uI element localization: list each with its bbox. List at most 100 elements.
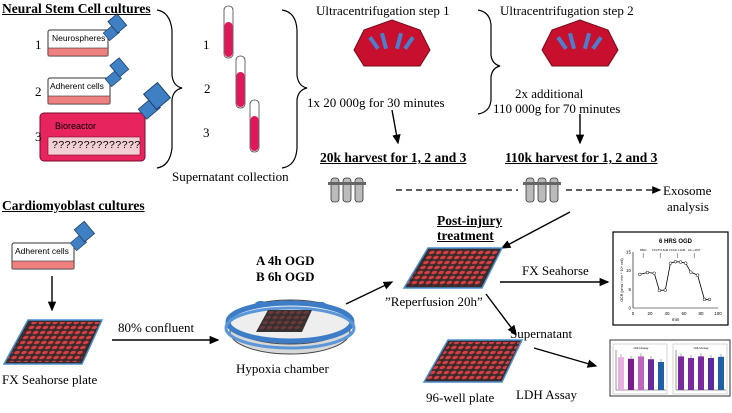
ocr-y-tick-label: 0 bbox=[628, 306, 631, 311]
reperfusion-plate bbox=[402, 247, 504, 289]
uc1-title: Ultracentrifugation step 1 bbox=[316, 3, 450, 18]
post-injury-line-1: Post-injury bbox=[437, 213, 503, 228]
ldh-bar bbox=[718, 356, 724, 390]
uc2-title: Ultracentrifugation step 2 bbox=[500, 3, 634, 18]
ocr-x-tick-label: 80 bbox=[698, 311, 704, 316]
ocr-data-point bbox=[684, 261, 688, 265]
ocr-y-label: OCR (pmol / min * 10⁴ cell) bbox=[620, 258, 624, 301]
bioreactor-tray: ?????????????? bbox=[52, 139, 141, 151]
ogd-b: B 6h OGD bbox=[256, 269, 315, 284]
tube-3 bbox=[249, 99, 260, 153]
tube-rack-20k bbox=[328, 177, 366, 203]
tube-num-3: 3 bbox=[203, 125, 210, 140]
supernatant-collection: Supernatant collection bbox=[172, 169, 289, 184]
culture-num-1: 1 bbox=[35, 37, 42, 52]
ocr-data-point bbox=[702, 297, 707, 302]
ocr-data-point bbox=[645, 270, 650, 275]
adherent-label-nsc: Adherent cells bbox=[50, 81, 104, 91]
harvest-20k: 20k harvest for 1, 2 and 3 bbox=[320, 150, 467, 165]
tube-rack-110k bbox=[523, 177, 561, 203]
uc2-spec-2: 110 000g for 70 minutes bbox=[493, 101, 621, 116]
bioreactor-label: Bioreactor bbox=[55, 121, 97, 131]
exosome-line-1: Exosome bbox=[663, 183, 712, 198]
ocr-chart-title: 6 HRS OGD bbox=[659, 239, 693, 245]
ldh-plot-area: LDH Assay LDH Assay bbox=[612, 343, 728, 395]
supernatant-label: Supernatant bbox=[510, 326, 573, 341]
tube-num-1: 1 bbox=[203, 37, 210, 52]
ocr-data-point bbox=[689, 270, 693, 274]
ocr-x-tick-label: 100 bbox=[714, 311, 722, 316]
ocr-injection-label: FCCP 1.0uM bbox=[669, 248, 686, 252]
fx-plate-label: FX Seahorse plate bbox=[2, 372, 98, 387]
tube-num-2: 2 bbox=[204, 81, 211, 96]
ocr-data-point bbox=[638, 272, 642, 277]
ocr-injection-label: NMO bbox=[640, 248, 647, 252]
tube-1 bbox=[223, 5, 234, 59]
ocr-y-tick-label: 10 bbox=[626, 268, 632, 273]
ocr-data-point bbox=[652, 271, 656, 275]
ocr-y-tick-label: 15 bbox=[626, 250, 632, 255]
ocr-data-point bbox=[695, 273, 700, 277]
ocr-y-tick-label: 5 bbox=[628, 287, 631, 292]
ocr-data-point bbox=[678, 260, 683, 264]
nsc-title: Neural Stem Cell cultures bbox=[2, 1, 151, 16]
tube-2 bbox=[235, 55, 246, 109]
ldh-bar bbox=[658, 362, 664, 390]
harvest-110k: 110k harvest for 1, 2 and 3 bbox=[505, 150, 658, 165]
well96-label: 96-well plate bbox=[426, 390, 495, 405]
culture-num-3: 3 bbox=[35, 129, 42, 144]
ocr-data-point bbox=[668, 261, 673, 265]
uc2-spec-1: 2x additional bbox=[515, 86, 584, 101]
ocr-data-point bbox=[673, 260, 678, 264]
ocr-x-tick-label: 0 bbox=[632, 311, 635, 316]
ocr-x-tick-label: 20 bbox=[647, 311, 653, 316]
post-injury-line-2: treatment bbox=[437, 228, 494, 243]
uc1-spec: 1x 20 000g for 30 minutes bbox=[307, 95, 445, 110]
neurosphere-flask bbox=[47, 13, 128, 57]
hypoxia-chamber bbox=[224, 299, 356, 355]
ldh-subpanel-title: LDH Assay bbox=[694, 346, 709, 350]
reperfusion-label: ”Reperfusion 20h” bbox=[385, 294, 483, 309]
ldh-bar bbox=[628, 358, 634, 390]
well96-plate bbox=[422, 339, 524, 383]
ocr-injection-label: AA + ROT bbox=[688, 248, 701, 252]
exosome-line-2: analysis bbox=[667, 199, 709, 214]
adherent-flask-nsc bbox=[47, 57, 130, 105]
ogd-a: A 4h OGD bbox=[256, 253, 315, 268]
ldh-bar bbox=[708, 358, 714, 390]
cardio-title: Cardiomyoblast cultures bbox=[2, 198, 145, 213]
ldh-bar bbox=[638, 356, 644, 390]
ocr-data-point bbox=[657, 288, 661, 293]
fx-seahorse-plate bbox=[2, 319, 104, 365]
centrifuge-1 bbox=[353, 19, 431, 67]
ldh-bar bbox=[678, 356, 684, 390]
hypoxia-label: Hypoxia chamber bbox=[236, 361, 329, 376]
ldh-label: LDH Assay bbox=[516, 387, 578, 402]
bioreactor bbox=[39, 81, 172, 162]
ldh-bar bbox=[688, 358, 694, 390]
ldh-chart-panel: LDH Assay LDH Assay bbox=[609, 339, 731, 397]
tubes-brace bbox=[281, 9, 308, 169]
neurospheres-label: Neurospheres bbox=[52, 33, 106, 43]
uc-brace bbox=[477, 9, 501, 115]
ldh-bar bbox=[618, 357, 624, 390]
centrifuge-2 bbox=[541, 19, 619, 67]
ocr-data-point bbox=[663, 288, 667, 292]
nsc-brace bbox=[156, 9, 183, 169]
ocr-data-point bbox=[707, 297, 712, 302]
culture-num-2: 2 bbox=[35, 84, 42, 99]
cardio-flask-label: Adherent cells bbox=[15, 246, 69, 256]
ldh-subpanel-title: LDH Assay bbox=[634, 346, 649, 350]
fx-seahorse-label: FX Seahorse bbox=[522, 263, 589, 278]
ocr-x-tick-label: 40 bbox=[664, 311, 670, 316]
ldh-bar bbox=[698, 356, 704, 390]
confluent-label: 80% confluent bbox=[118, 320, 195, 335]
ldh-bar bbox=[648, 359, 654, 390]
ocr-injection-label: FCCP 0.5uM bbox=[652, 248, 669, 252]
ocr-x-label: min bbox=[672, 317, 680, 322]
cardio-flask bbox=[11, 220, 96, 270]
